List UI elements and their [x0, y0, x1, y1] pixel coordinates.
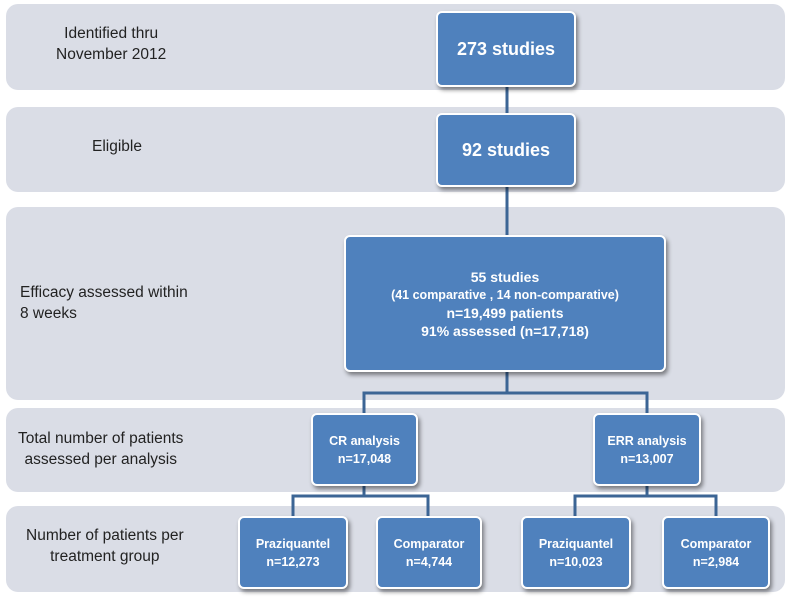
err-comparator-box: Comparator n=2,984 [662, 516, 770, 589]
connector-err-comparator [647, 494, 718, 518]
cr-analysis-box: CR analysis n=17,048 [311, 413, 418, 486]
efficacy-assessed: 91% assessed (n=17,718) [421, 322, 589, 339]
identified-studies-count: 273 studies [456, 38, 556, 59]
efficacy-studies-count: 55 studies [470, 268, 540, 285]
cr-analysis-title: CR analysis [329, 433, 400, 448]
row-label-efficacy: Efficacy assessed within 8 weeks [20, 284, 188, 322]
row-band-identified [6, 4, 785, 90]
err-praziquantel-n: n=10,023 [549, 554, 603, 569]
connector-err-groups [573, 484, 649, 518]
err-analysis-box: ERR analysis n=13,007 [593, 413, 701, 486]
connector-cr-comparator [364, 494, 430, 518]
efficacy-studies-box: 55 studies (41 comparative , 14 non-comp… [344, 235, 666, 372]
err-praziquantel-title: Praziquantel [538, 536, 614, 551]
row-label-total: Total number of patients assessed per an… [18, 430, 184, 468]
cr-praziquantel-n: n=12,273 [266, 554, 320, 569]
cr-comparator-box: Comparator n=4,744 [376, 516, 482, 589]
eligible-studies-box: 92 studies [436, 113, 576, 187]
efficacy-patients: n=19,499 patients [446, 304, 564, 321]
err-analysis-n: n=13,007 [620, 451, 674, 466]
cr-praziquantel-box: Praziquantel n=12,273 [238, 516, 348, 589]
cr-analysis-n: n=17,048 [337, 451, 392, 466]
eligible-studies-count: 92 studies [461, 139, 551, 160]
err-comparator-n: n=2,984 [692, 554, 740, 569]
row-label-identified: Identified thru November 2012 [56, 25, 167, 63]
connector-efficacy-err [507, 391, 649, 415]
row-label-eligible: Eligible [92, 138, 142, 155]
connector-cr-groups [291, 484, 366, 518]
efficacy-studies-breakdown: (41 comparative , 14 non-comparative) [391, 287, 619, 302]
row-label-treatment: Number of patients per treatment group [26, 527, 184, 565]
cr-praziquantel-title: Praziquantel [255, 536, 331, 551]
err-praziquantel-box: Praziquantel n=10,023 [521, 516, 631, 589]
err-analysis-title: ERR analysis [607, 433, 687, 448]
cr-comparator-title: Comparator [393, 536, 465, 551]
identified-studies-box: 273 studies [436, 11, 576, 87]
row-band-eligible [6, 107, 785, 192]
err-comparator-title: Comparator [680, 536, 752, 551]
connector-efficacy-analyses [362, 370, 509, 415]
cr-comparator-n: n=4,744 [405, 554, 453, 569]
